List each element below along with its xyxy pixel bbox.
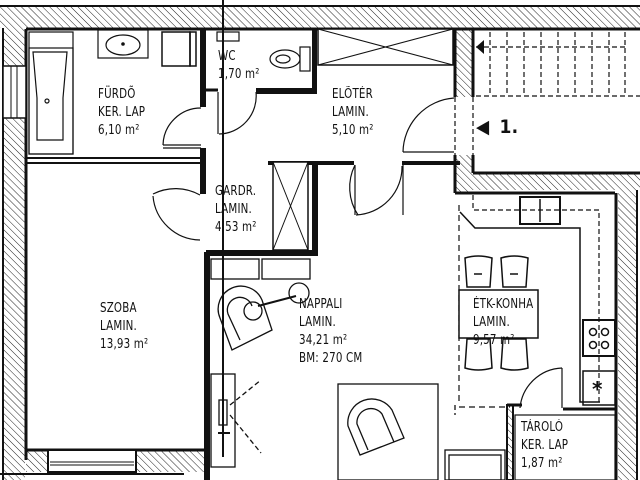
room-name: NAPPALI [299,297,343,312]
entrance-arrow-icon: ◀ [476,116,490,138]
room-name: TÁROLÓ [521,420,564,435]
room-area: 4,53 m² [215,220,257,235]
room-label-tarolo: TÁROLÓ KER. LAP 1,87 m² [521,419,568,473]
fridge-icon: * [592,377,603,401]
room-area: 34,21 m² [299,333,348,348]
living-room-furniture [210,0,506,480]
room-area: 9,57 m² [473,333,515,348]
room-floor: LAMIN. [332,105,369,120]
room-label-nappali: NAPPALI LAMIN. 34,21 m² BM: 270 CM [299,296,362,368]
storage-walls [506,403,616,480]
room-area: 13,93 m² [100,337,149,352]
washing-machine [161,31,197,67]
room-floor: LAMIN. [299,315,336,330]
bathtub [28,31,74,155]
room-name: ÉTK-KONHA [473,297,534,312]
room-floor: KER. LAP [98,105,146,120]
room-area: 1,87 m² [521,456,563,471]
room-area: 5,10 m² [332,123,374,138]
room-label-etk-konha: ÉTK-KONHA LAMIN. 9,57 m² [473,296,533,350]
room-name: GARDR. [215,184,257,199]
exterior-wall-top [0,5,640,31]
room-label-furdo: FÜRDÕ KER. LAP 6,10 m² [98,86,145,140]
exterior-wall-left [2,28,28,480]
toilet [216,31,311,72]
room-name: FÜRDÕ [98,87,136,102]
room-floor: LAMIN. [100,319,137,334]
room-area: 6,10 m² [98,123,140,138]
room-name: SZOBA [100,301,137,316]
wardrobe-closet [272,28,454,251]
dining-table [458,255,539,371]
room-label-szoba: SZOBA LAMIN. 13,93 m² [100,300,148,354]
room-label-wc: WC 1,70 m² [218,48,260,84]
washbasin [97,29,149,59]
entrance-marker: ◀ 1. [476,116,519,138]
stair-direction-arrow-icon [476,40,484,54]
szoba-bottom-wall [0,448,206,475]
staircase [454,32,640,155]
room-ceiling-height: BM: 270 CM [299,351,363,366]
room-area: 1,70 m² [218,67,260,82]
interior-walls [26,29,640,480]
room-floor: KER. LAP [521,438,569,453]
room-name: WC [218,49,236,64]
room-label-gardr: GARDR. LAMIN. 4,53 m² [215,183,257,237]
room-floor: LAMIN. [473,315,510,330]
entrance-number: 1. [499,116,519,138]
room-floor: LAMIN. [215,202,252,217]
room-label-eloter: ELÕTÉR LAMIN. 5,10 m² [332,86,374,140]
room-name: ELÕTÉR [332,87,373,102]
doors [152,91,563,409]
